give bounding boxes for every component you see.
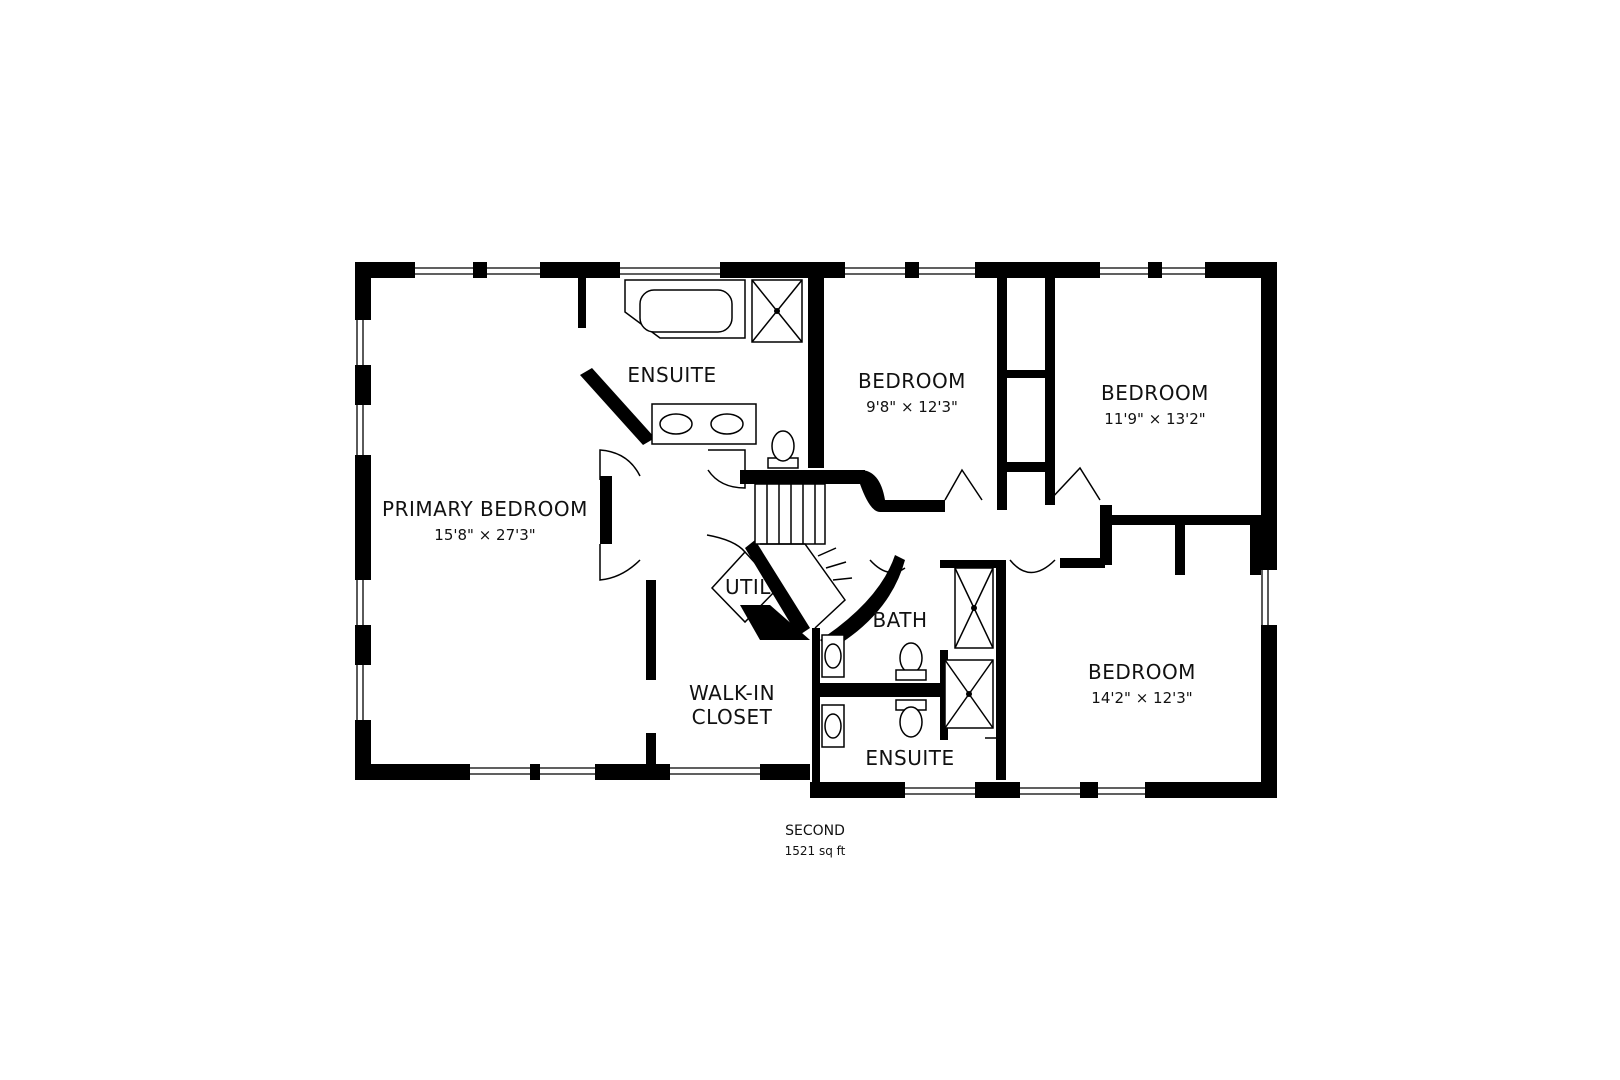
util-name: UTIL <box>725 575 771 599</box>
primary-bedroom-name: PRIMARY BEDROOM <box>382 497 588 521</box>
bedroom-3-name: BEDROOM <box>1088 660 1196 684</box>
primary-bedroom-dims: 15'8" × 27'3" <box>434 526 535 544</box>
bedroom-2-name: BEDROOM <box>1101 381 1209 405</box>
ensuite-bottom-name: ENSUITE <box>865 746 954 770</box>
bath-shower-icon <box>954 567 994 649</box>
ensuite-toilet-icon <box>895 699 927 738</box>
bath-toilet-icon <box>895 642 927 681</box>
walk-in-closet-name-line1: WALK-IN <box>689 681 775 705</box>
bedroom-3-dims: 14'2" × 12'3" <box>1091 689 1192 707</box>
fixtures <box>599 279 1101 770</box>
ensuite-shower-icon <box>944 659 994 729</box>
room-labels: PRIMARY BEDROOM 15'8" × 27'3" ENSUITE BE… <box>382 363 1209 770</box>
stairs-icon <box>754 483 853 629</box>
bedroom-1-dims: 9'8" × 12'3" <box>866 398 958 416</box>
bedroom-1-name: BEDROOM <box>858 369 966 393</box>
interior-walls <box>578 270 1261 783</box>
ensuite-sink-icon <box>821 704 845 748</box>
toilet-icon <box>767 430 799 469</box>
door-swings <box>599 449 1101 770</box>
bathtub-icon <box>624 279 746 339</box>
shower-icon <box>751 279 803 343</box>
ensuite-top-name: ENSUITE <box>627 363 716 387</box>
double-vanity-icon <box>651 403 757 445</box>
floor-name: SECOND <box>785 823 845 839</box>
bath-name: BATH <box>872 608 927 632</box>
exterior-walls <box>355 262 1277 798</box>
util-closet-outline <box>710 550 780 624</box>
windows <box>356 267 1269 795</box>
walk-in-closet-name-line2: CLOSET <box>692 705 773 729</box>
floor-area: 1521 sq ft <box>785 844 846 858</box>
bedroom-2-dims: 11'9" × 13'2" <box>1104 410 1205 428</box>
bath-sink-icon <box>821 634 845 678</box>
